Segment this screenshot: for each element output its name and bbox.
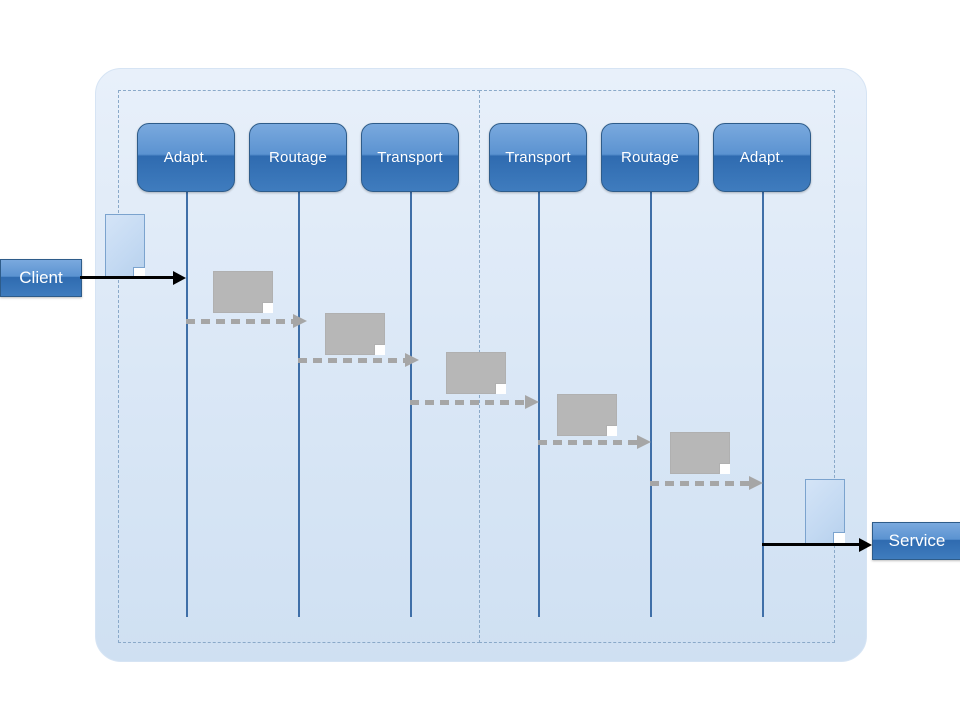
client-message-document — [105, 214, 145, 279]
message-document-1 — [213, 271, 273, 313]
lifeline-routage-right — [650, 190, 652, 617]
message-document-4 — [557, 394, 617, 436]
arrow-adapt-to-service — [762, 537, 872, 552]
arrow-transport-to-routage-right — [538, 435, 651, 449]
lifeline-adapt-right — [762, 190, 764, 617]
message-document-5 — [670, 432, 730, 474]
node-routage-right-label: Routage — [620, 149, 680, 166]
node-routage-left-label: Routage — [268, 149, 328, 166]
node-routage-right[interactable]: Routage — [601, 123, 699, 192]
arrow-adapt-to-routage — [186, 314, 307, 328]
service-message-document — [805, 479, 845, 544]
service-label: Service — [888, 531, 946, 550]
node-adapt-right[interactable]: Adapt. — [713, 123, 811, 192]
arrow-routage-to-adapt-right — [650, 476, 763, 490]
message-document-3 — [446, 352, 506, 394]
node-transport-right[interactable]: Transport — [489, 123, 587, 192]
arrow-transport-to-transport — [410, 395, 539, 409]
client-label: Client — [19, 268, 63, 287]
arrow-routage-to-transport — [298, 353, 419, 367]
lifeline-routage-left — [298, 190, 300, 617]
node-transport-left[interactable]: Transport — [361, 123, 459, 192]
node-adapt-left[interactable]: Adapt. — [137, 123, 235, 192]
node-adapt-left-label: Adapt. — [163, 149, 209, 166]
lifeline-transport-right — [538, 190, 540, 617]
node-routage-left[interactable]: Routage — [249, 123, 347, 192]
message-document-2 — [325, 313, 385, 355]
node-adapt-right-label: Adapt. — [739, 149, 785, 166]
arrow-client-to-adapt — [80, 270, 186, 285]
client-box[interactable]: Client — [0, 259, 82, 297]
node-transport-right-label: Transport — [505, 149, 571, 166]
node-transport-left-label: Transport — [377, 149, 443, 166]
service-box[interactable]: Service — [872, 522, 960, 560]
lifeline-adapt-left — [186, 190, 188, 617]
